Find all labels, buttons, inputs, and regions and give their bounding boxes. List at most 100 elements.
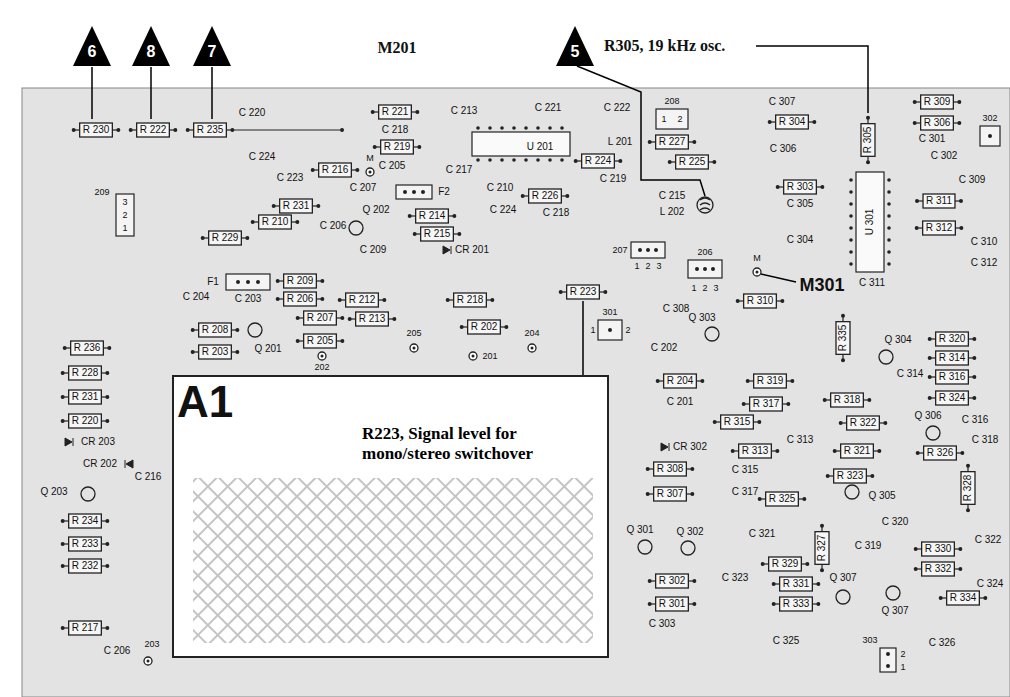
ic-pin xyxy=(560,126,564,130)
solder-dot xyxy=(972,356,976,360)
resistor-symbol xyxy=(939,591,988,605)
pin-label: M xyxy=(366,154,374,163)
solder-dot xyxy=(355,168,359,172)
resistor-symbol xyxy=(574,154,623,168)
ic-outline xyxy=(472,132,570,156)
component-label: C 319 xyxy=(855,541,882,551)
solder-dot xyxy=(646,467,650,471)
resistor-symbol xyxy=(446,293,495,307)
diode-symbol xyxy=(451,246,452,254)
transistor-label: Q 305 xyxy=(868,491,895,501)
resistor-symbol xyxy=(914,562,963,576)
component-label: C 307 xyxy=(769,97,796,107)
component-label: C 215 xyxy=(659,191,686,201)
component-label: C 221 xyxy=(535,103,562,113)
callout-triangle xyxy=(73,26,111,66)
resistor-label: R 325 xyxy=(769,494,796,504)
resistor-body xyxy=(654,462,687,476)
component-label: C 318 xyxy=(972,435,999,445)
solder-dot xyxy=(235,350,239,354)
solder-dot xyxy=(371,110,375,114)
resistor-body xyxy=(194,123,227,137)
connector-block xyxy=(598,320,622,340)
component-label: C 201 xyxy=(667,397,694,407)
resistor-body xyxy=(936,332,969,346)
connector-pin xyxy=(695,267,699,271)
solder-dot xyxy=(958,547,962,551)
pin-label: 301 xyxy=(602,308,617,317)
component-label: U 201 xyxy=(527,142,554,152)
component-label: C 219 xyxy=(600,174,627,184)
component-label: C 324 xyxy=(977,579,1004,589)
resistor-body xyxy=(69,621,102,635)
solder-dot xyxy=(928,396,932,400)
ic-pin xyxy=(849,214,853,218)
callout-triangle xyxy=(193,26,231,66)
solder-dot xyxy=(966,508,970,512)
ic-pin xyxy=(887,214,891,218)
ic-pin xyxy=(488,126,492,130)
pin-label: 2 xyxy=(900,650,905,659)
connector-pin xyxy=(236,134,992,668)
resistor-body xyxy=(454,293,487,307)
connector-block xyxy=(116,194,134,236)
solder-dot xyxy=(915,226,919,230)
resistor-label: R 311 xyxy=(926,196,952,206)
solder-dot xyxy=(700,379,704,383)
resistor-symbol xyxy=(928,332,977,346)
ic-pin xyxy=(887,202,891,206)
resistor-body xyxy=(69,390,102,404)
connector-block xyxy=(980,126,1000,146)
solder-dot xyxy=(690,467,694,471)
resistor-body xyxy=(766,492,799,506)
resistor-body xyxy=(379,105,412,119)
resistor-label: R 320 xyxy=(939,334,966,344)
solder-dot xyxy=(574,159,578,163)
solder-dot xyxy=(692,140,696,144)
resistor-symbol xyxy=(915,194,963,208)
resistor-body xyxy=(656,574,689,588)
component-label: C 322 xyxy=(975,535,1002,545)
resistor-label: R 227 xyxy=(659,137,686,147)
transistor-symbol xyxy=(681,541,695,555)
resistor-body xyxy=(836,322,850,355)
resistor-symbol xyxy=(559,285,608,299)
resistor-label: R 206 xyxy=(287,294,314,304)
connector-pin xyxy=(886,652,890,656)
pin-label: 2 xyxy=(645,262,650,271)
resistor-symbol xyxy=(913,95,962,109)
resistor-label: R 226 xyxy=(532,191,559,201)
solder-dot xyxy=(780,299,784,303)
solder-dot xyxy=(490,298,494,302)
component-label: C 207 xyxy=(350,183,377,193)
resistor-label: R 205 xyxy=(307,336,334,346)
resistor-label: R 235 xyxy=(197,125,224,135)
board-label: A1 xyxy=(177,380,233,424)
resistor-body xyxy=(381,140,414,154)
resistor-symbol xyxy=(413,227,462,241)
resistor-label: R 308 xyxy=(657,464,684,474)
shield-can xyxy=(193,478,593,643)
connector-pin xyxy=(246,280,250,284)
callout-triangle xyxy=(73,26,594,66)
solder-dot xyxy=(958,567,962,571)
transistor-symbol xyxy=(81,221,940,604)
solder-dot xyxy=(340,128,344,132)
solder-dot xyxy=(816,582,820,586)
solder-dot xyxy=(690,492,694,496)
test-point-center xyxy=(147,171,759,663)
resistor-symbol xyxy=(646,487,695,501)
connector-pin xyxy=(711,267,715,271)
resistor-body xyxy=(654,487,687,501)
resistor-label: R 314 xyxy=(939,353,966,363)
component-label: C 224 xyxy=(249,152,276,162)
resistor-symbol xyxy=(713,415,762,429)
component-label: C 302 xyxy=(931,151,958,161)
resistor-symbol xyxy=(272,199,321,213)
resistor-symbol xyxy=(656,374,705,388)
resistor-label: R 330 xyxy=(925,544,952,554)
resistor-symbol xyxy=(742,397,791,411)
resistor-label: R 204 xyxy=(667,376,694,386)
coil-symbol xyxy=(700,198,710,210)
resistor-body xyxy=(921,95,954,109)
